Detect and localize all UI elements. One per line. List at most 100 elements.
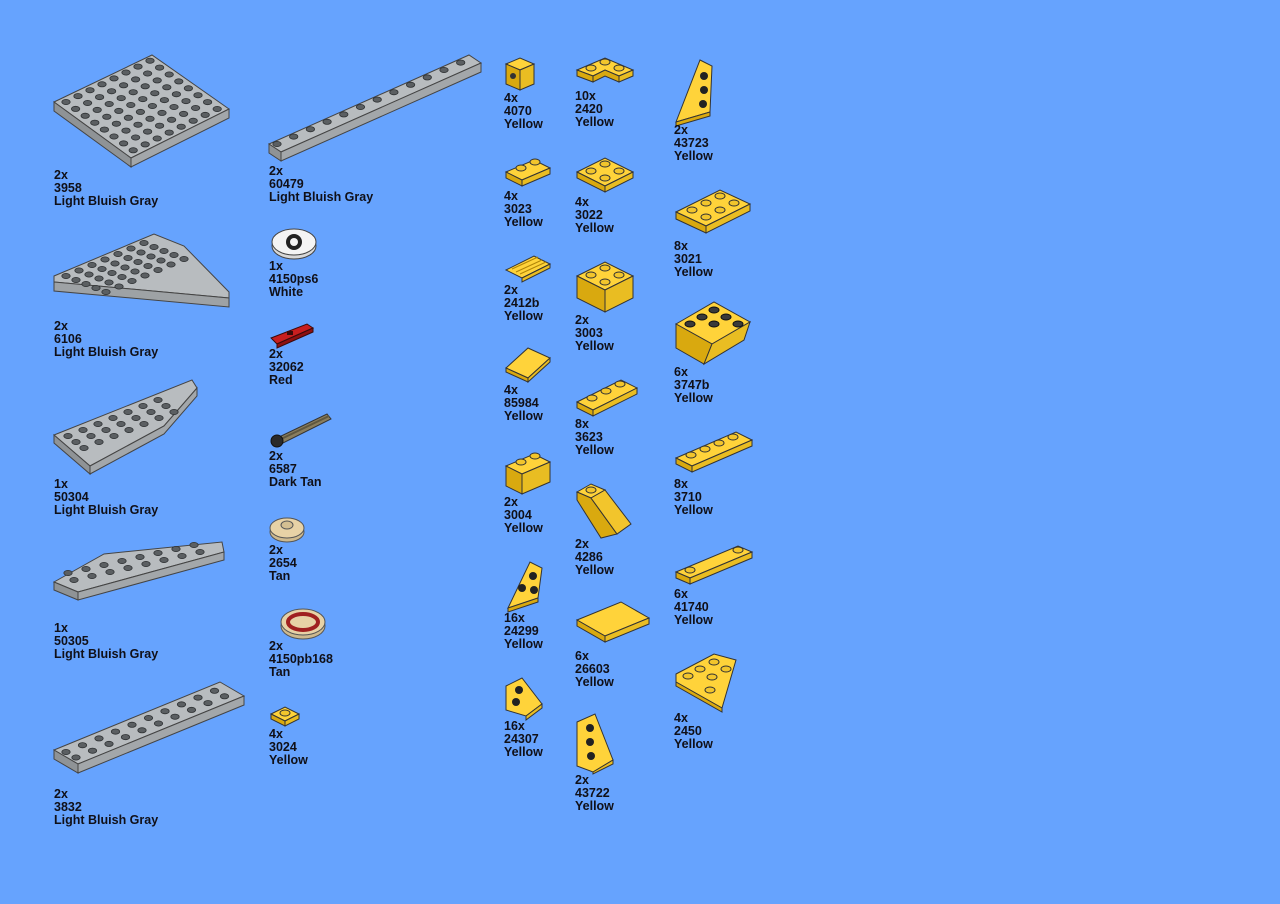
stud: [77, 742, 88, 749]
stud: [157, 109, 167, 116]
stud: [101, 289, 111, 296]
wedge-plate-3x3-image: [675, 653, 737, 713]
stud: [133, 121, 143, 128]
stud: [63, 433, 73, 440]
part-number-3003: 3003: [575, 326, 603, 340]
part-number-3747b: 3747b: [674, 378, 710, 392]
qty-50305: 1x: [54, 621, 68, 635]
qty-4286: 2x: [575, 537, 589, 551]
stud: [154, 415, 164, 422]
stud: [81, 281, 91, 288]
part-3747b: 6x 3747b Yellow: [674, 300, 752, 405]
part-number-6587: 6587: [269, 462, 297, 476]
qty-3958: 2x: [54, 168, 68, 182]
stud: [191, 105, 201, 112]
stud: [87, 261, 97, 268]
color-24307: Yellow: [504, 745, 543, 759]
stud: [170, 713, 180, 720]
part-number-2654: 2654: [269, 556, 297, 570]
plate-1x1-image: [269, 706, 301, 727]
stud: [272, 141, 282, 148]
plate-1x12-image: [267, 54, 483, 162]
color-3004: Yellow: [504, 521, 543, 535]
stud: [85, 87, 95, 94]
stud: [128, 147, 138, 154]
stud: [71, 105, 81, 112]
stud: [116, 421, 126, 428]
stud: [93, 421, 103, 428]
stud: [104, 740, 114, 747]
brick-2x2-image: [575, 261, 635, 313]
qty-6106: 2x: [54, 319, 68, 333]
wedge-plate-small-image: [675, 59, 713, 127]
color-3022: Yellow: [575, 221, 614, 235]
stud: [305, 126, 316, 133]
stud: [126, 245, 136, 252]
stud: [99, 561, 109, 568]
part-number-50305: 50305: [54, 634, 89, 648]
color-3021: Yellow: [674, 265, 713, 279]
stud: [164, 71, 174, 78]
qty-2420: 10x: [575, 89, 596, 103]
stud: [116, 95, 126, 102]
stud: [176, 701, 187, 708]
stud: [143, 715, 154, 722]
part-number-3004: 3004: [504, 508, 532, 522]
qty-3003: 2x: [575, 313, 589, 327]
axle-with-stud-image: [270, 413, 332, 448]
qty-4150pb168: 2x: [269, 639, 283, 653]
round-tile-white-image: [271, 228, 317, 260]
stud: [186, 706, 197, 713]
plate-8x8-image: [53, 54, 230, 168]
stud: [140, 83, 150, 90]
stud: [119, 140, 129, 147]
stud: [130, 268, 140, 275]
part-41740: 6x 41740 Yellow: [674, 542, 754, 627]
stud: [91, 285, 101, 292]
stud: [71, 277, 81, 284]
stud: [322, 118, 332, 125]
stud: [109, 75, 119, 82]
part-43723: 2x 43723 Yellow: [674, 56, 716, 163]
part-number-2450: 2450: [674, 724, 702, 738]
stud: [99, 126, 110, 133]
stud: [61, 99, 71, 106]
stud: [81, 565, 91, 572]
part-number-3021: 3021: [674, 252, 702, 266]
part-24299: 16x 24299 Yellow: [504, 558, 546, 651]
color-2412b: Yellow: [504, 309, 543, 323]
qty-41740: 6x: [674, 587, 688, 601]
part-number-4150pb168: 4150pb168: [269, 652, 333, 666]
stud: [131, 76, 141, 83]
qty-4150ps6: 1x: [269, 259, 283, 273]
plate-2x2-image: [575, 157, 635, 193]
stud: [161, 402, 171, 409]
stud: [128, 89, 138, 96]
part-4070: 4x 4070 Yellow: [504, 56, 543, 131]
part-number-3623: 3623: [575, 430, 603, 444]
stud: [149, 243, 159, 250]
stud: [152, 77, 162, 84]
part-24307: 16x 24307 Yellow: [504, 674, 546, 759]
stud: [100, 256, 110, 263]
stud: [117, 274, 127, 281]
qty-32062: 2x: [269, 347, 283, 361]
color-3832: Light Bluish Gray: [54, 813, 159, 827]
stud: [145, 115, 155, 122]
part-32062: 2x 32062 Red: [269, 320, 315, 387]
stud: [189, 542, 199, 548]
qty-60479: 2x: [269, 164, 283, 178]
qty-24307: 16x: [504, 719, 525, 733]
stud: [61, 273, 71, 280]
part-number-4286: 4286: [575, 550, 603, 564]
qty-50304: 1x: [54, 477, 68, 491]
part-number-2420: 2420: [575, 102, 603, 116]
qty-3024: 4x: [269, 727, 283, 741]
part-50305: 1x 50305 Light Bluish Gray: [52, 540, 226, 661]
stud: [166, 261, 176, 268]
stud: [117, 557, 127, 564]
stud: [102, 113, 112, 120]
stud: [94, 275, 104, 282]
stud: [123, 408, 133, 415]
stud: [87, 747, 98, 754]
